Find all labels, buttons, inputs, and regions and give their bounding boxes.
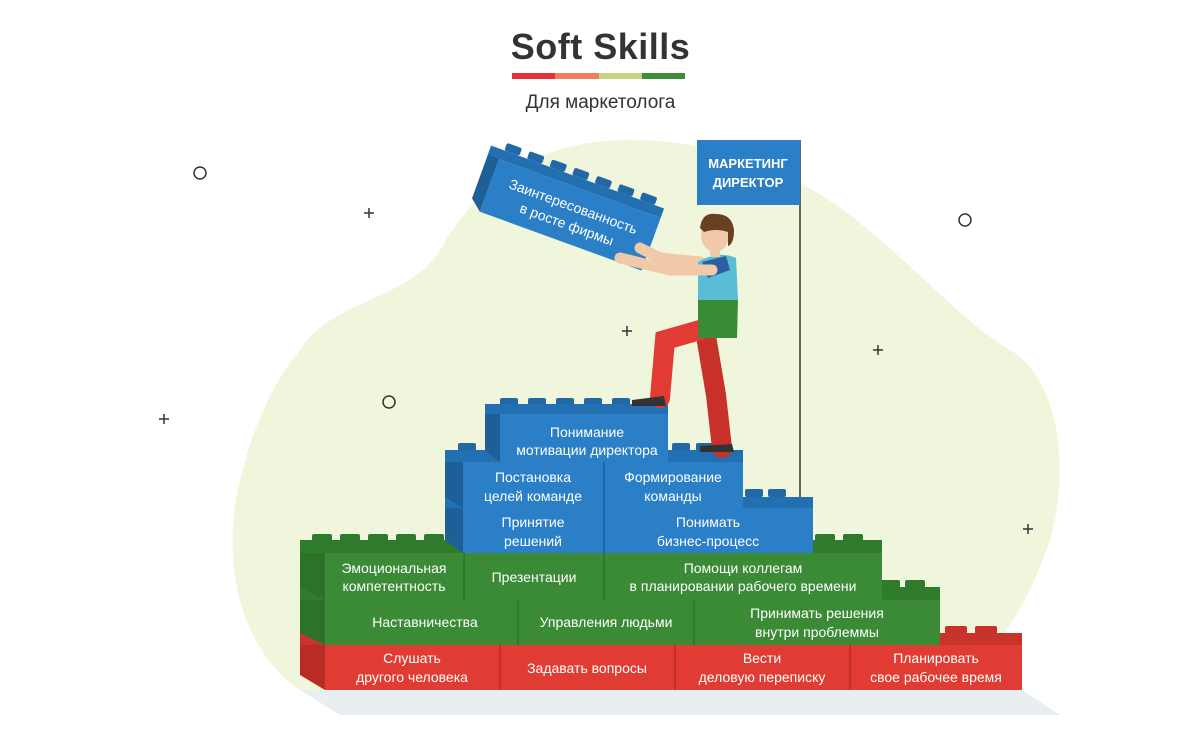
skill-label: деловую переписку (699, 669, 826, 685)
title-color-bar (512, 73, 685, 79)
skill-label: Управления людьми (540, 614, 673, 630)
person-figure (614, 213, 738, 458)
skill-label: другого человека (356, 669, 468, 685)
flag-label-line2: ДИРЕКТОР (713, 175, 784, 190)
skill-label: Постановка (495, 469, 571, 485)
skill-label: Понимание (550, 424, 624, 440)
flag-label-line1: МАРКЕТИНГ (708, 156, 788, 171)
decor-plus (159, 414, 169, 424)
carried-lego-block: Заинтересованность в росте фирмы (472, 143, 665, 271)
skill-label: Помощи коллегам (684, 560, 803, 576)
skill-label: бизнес-процесс (657, 533, 759, 549)
flag (697, 140, 800, 205)
decor-plus (622, 326, 632, 336)
skill-label: целей команде (484, 488, 582, 504)
skill-label: свое рабочее время (870, 669, 1002, 685)
base-shadow (300, 690, 1060, 715)
skill-label: решений (504, 533, 562, 549)
blue-row1-body (463, 462, 743, 508)
skill-label: Принимать решения (750, 605, 884, 621)
decor-circle (958, 213, 972, 227)
skill-label: команды (644, 488, 701, 504)
skill-label: Понимать (676, 514, 740, 530)
skill-label: внутри проблеммы (755, 624, 879, 640)
decor-plus (873, 345, 883, 355)
blue-tier-top (485, 398, 668, 462)
skill-label: Принятие (502, 514, 565, 530)
skill-label: в планировании рабочего времени (630, 578, 857, 594)
title-bar-segment-salmon (555, 73, 599, 79)
skill-label: Планировать (893, 650, 979, 666)
title-bar-segment-green (641, 73, 685, 79)
green-row2-body (325, 600, 940, 645)
skill-label: Задавать вопросы (527, 660, 647, 676)
skill-label: Формирование (624, 469, 722, 485)
skill-label: мотивации директора (516, 442, 658, 458)
blue-top-body (500, 414, 668, 462)
page-title: Soft Skills (510, 26, 691, 67)
skill-label: Наставничества (372, 614, 478, 630)
skill-label: Презентации (492, 569, 577, 585)
title-bar-segment-lime (598, 73, 642, 79)
red-tier-body (325, 645, 1022, 690)
title-bar-segment-red (512, 73, 556, 79)
skill-label: компетентность (342, 578, 445, 594)
skill-label: Слушать (383, 650, 441, 666)
decor-plus (364, 208, 374, 218)
skill-label: Вести (743, 650, 781, 666)
decor-circle (193, 166, 207, 180)
decor-plus (1023, 524, 1033, 534)
page-subtitle: Для маркетолога (525, 92, 676, 113)
decor-circle (382, 395, 396, 409)
skill-label: Эмоциональная (341, 560, 446, 576)
blue-row2-body (463, 508, 813, 553)
